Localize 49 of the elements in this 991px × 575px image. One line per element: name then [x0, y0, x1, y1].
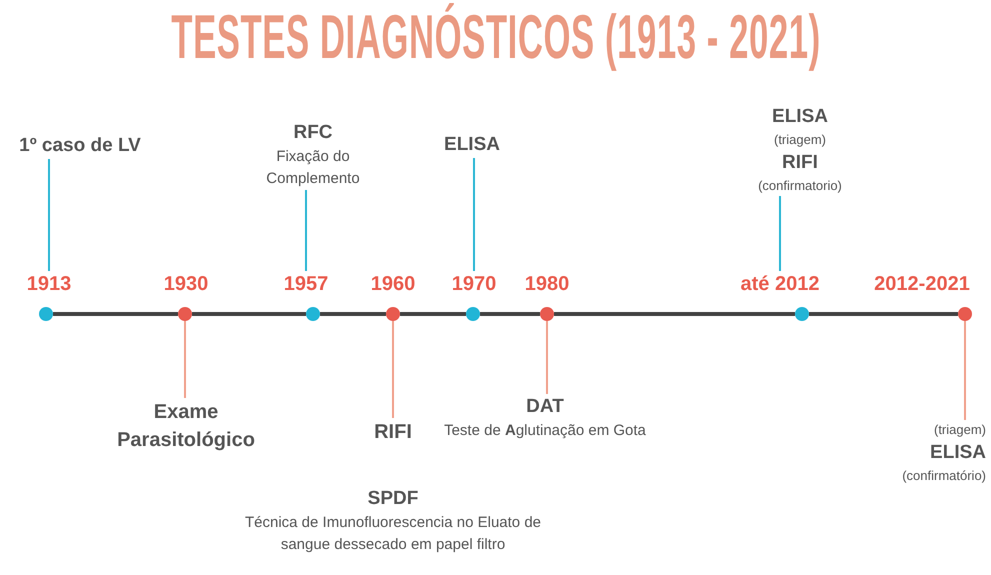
timeline-dot — [306, 307, 320, 321]
connector-line — [473, 158, 475, 271]
timeline-dot — [540, 307, 554, 321]
connector-line — [964, 321, 966, 420]
test-description: Teste de Aglutinação em Gota — [444, 421, 646, 441]
year-label: 1957 — [284, 271, 328, 297]
title: TESTES DIAGNÓSTICOS (1913 - 2021) — [170, 2, 820, 74]
test-note: (triagem) — [774, 131, 826, 149]
year-label: 1970 — [452, 271, 496, 297]
timeline-line — [53, 312, 178, 316]
timeline-dot — [178, 307, 192, 321]
timeline-dot — [958, 307, 972, 321]
connector-line — [546, 321, 548, 394]
year-label: 2012-2021 — [874, 271, 970, 297]
test-description: Fixação do Complemento — [265, 147, 361, 189]
test-name: 1º caso de LV — [19, 134, 141, 158]
test-name: ELISA — [444, 133, 500, 157]
test-description: Técnica de Imunofluorescencia no Eluato de sangue dessecado em papel filtro — [244, 513, 542, 555]
timeline-dot — [386, 307, 400, 321]
test-name: RIFI — [374, 420, 412, 445]
year-label: 1980 — [524, 271, 570, 297]
connector-line — [48, 159, 50, 271]
test-note: (confirmatório) — [902, 467, 986, 485]
test-name: RFC — [293, 121, 333, 145]
timeline-line — [480, 312, 540, 316]
timeline-line — [400, 312, 466, 316]
year-label: até 2012 — [740, 271, 820, 297]
test-name: RIFI — [782, 151, 818, 175]
timeline-line — [554, 312, 795, 316]
test-name: Exame Parasitológico — [116, 400, 256, 453]
timeline-dot — [795, 307, 809, 321]
year-label: 1930 — [164, 271, 208, 297]
connector-line — [392, 321, 394, 418]
timeline-line — [809, 312, 958, 316]
timeline-dot — [466, 307, 480, 321]
test-name: ELISA — [930, 441, 986, 465]
timeline-line — [192, 312, 306, 316]
test-name: DAT — [526, 395, 564, 419]
connector-line — [779, 196, 781, 271]
test-name: ELISA — [772, 105, 828, 129]
year-label: 1960 — [370, 271, 416, 297]
connector-line — [184, 321, 186, 398]
test-note: (triagem) — [934, 421, 986, 439]
connector-line — [305, 190, 307, 271]
timeline-dot — [39, 307, 53, 321]
test-note: (confirmatorio) — [758, 177, 842, 195]
timeline-line — [320, 312, 386, 316]
test-name: SPDF — [368, 487, 418, 511]
year-label: 1913 — [26, 271, 72, 297]
